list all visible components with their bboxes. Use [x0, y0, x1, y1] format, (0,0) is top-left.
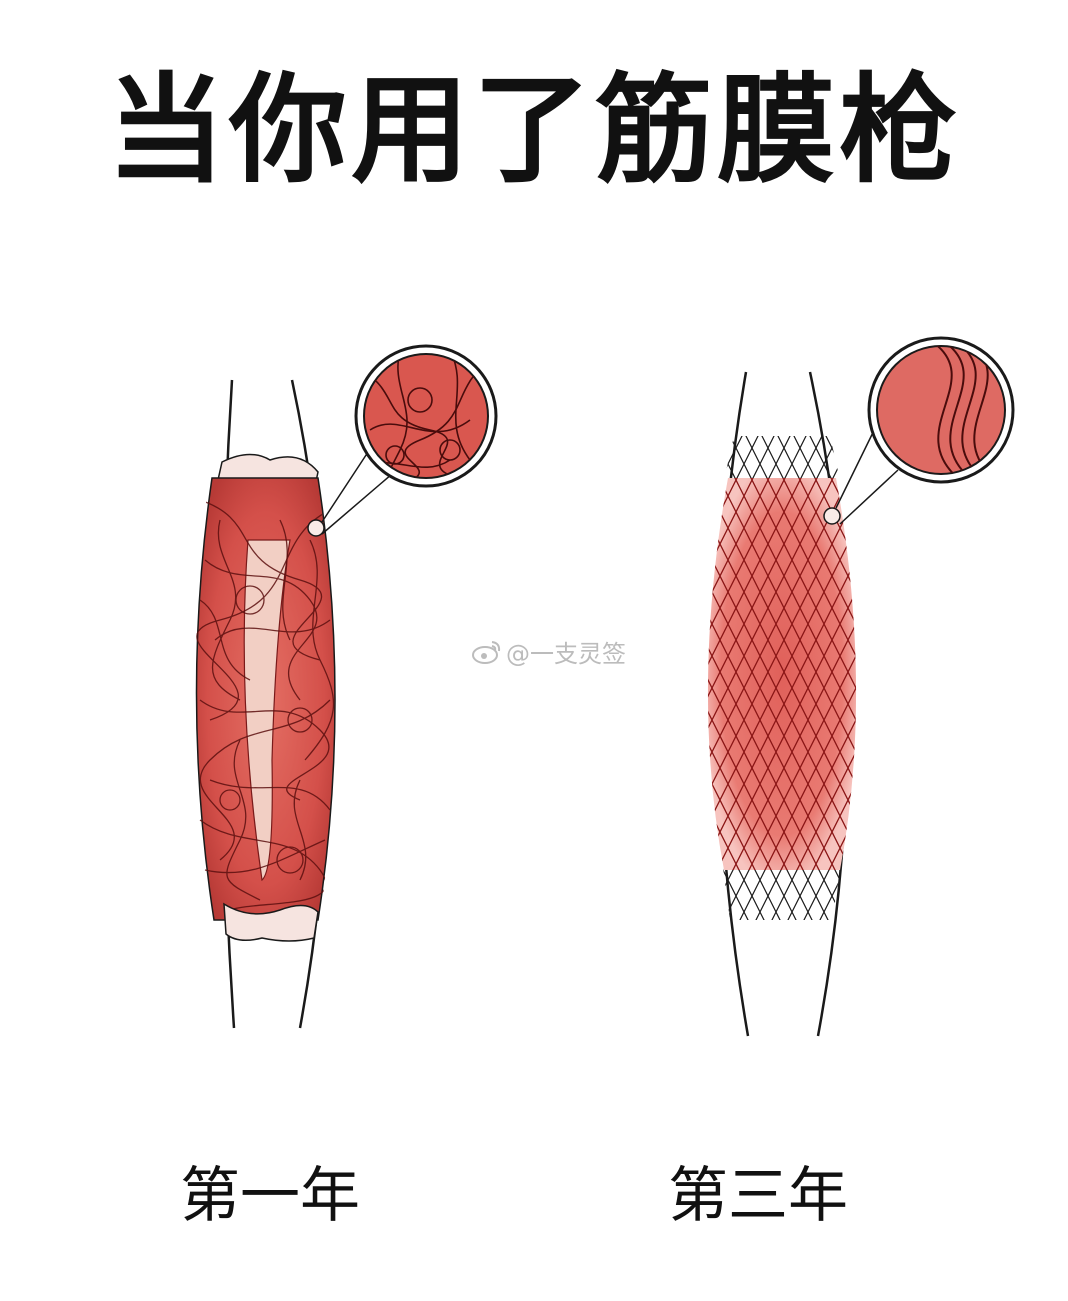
caption-year-three: 第三年: [668, 1161, 848, 1231]
fascia-bottom: [223, 902, 319, 942]
caption-year-one: 第一年: [180, 1161, 360, 1231]
zoom-point: [307, 519, 325, 537]
magnified-view-tangled: [354, 344, 498, 488]
panel-year-three-illustration: [707, 336, 1015, 1037]
zoom-leader-lines: [321, 445, 393, 535]
watermark-text: @一支灵签: [506, 640, 626, 668]
page-title: 当你用了筋膜枪: [106, 61, 961, 199]
tangled-fibers: [196, 499, 335, 911]
organized-mesh: [707, 478, 857, 870]
magnified-view-organized: [867, 336, 1015, 484]
watermark: @一支灵签: [472, 634, 626, 669]
tendon: [243, 539, 291, 882]
panel-year-one-illustration: [195, 344, 498, 1029]
mesh-top: [724, 436, 840, 480]
zoom-point: [823, 507, 841, 525]
weibo-icon: [472, 640, 501, 664]
mesh-bottom: [722, 860, 842, 920]
